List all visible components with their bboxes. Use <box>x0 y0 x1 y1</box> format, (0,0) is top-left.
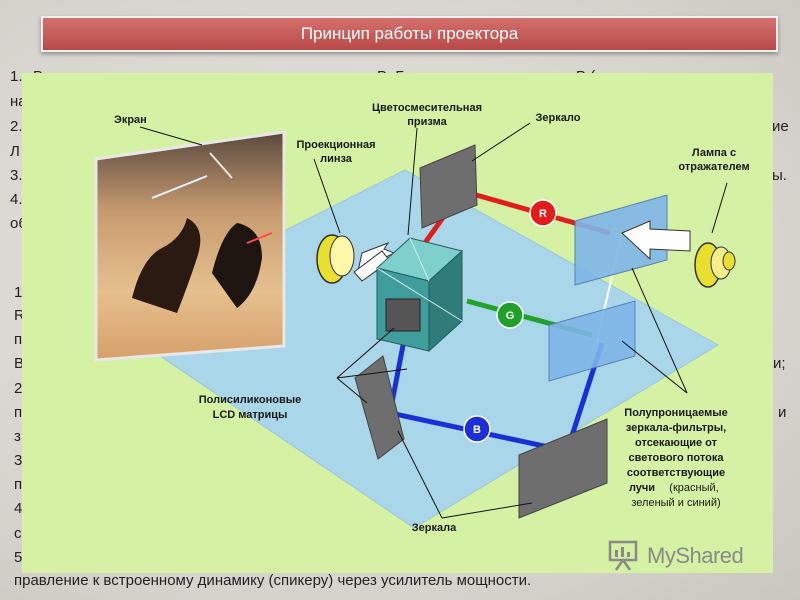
label-filters-6b: (красный, <box>669 482 718 494</box>
presentation-board-icon <box>608 540 638 571</box>
label-filters-2: зеркала-фильтры, <box>626 422 726 434</box>
bg-text: 1. <box>10 68 23 85</box>
svg-text:R: R <box>539 208 547 220</box>
projection-lens <box>316 234 355 284</box>
projector-diagram: R G B Экран Цветосмесительная п <box>94 102 750 534</box>
bg-text: 2 <box>14 380 23 397</box>
mirror-top <box>419 144 478 229</box>
bg-text: 3 <box>14 452 23 469</box>
bg-text: и; <box>773 355 786 372</box>
svg-text:G: G <box>506 310 515 322</box>
bg-text: R <box>14 307 25 324</box>
mirror-bottom-right <box>518 418 608 519</box>
projector-diagram-panel: R G B Экран Цветосмесительная п <box>22 73 773 573</box>
label-lens-1: Проекционная <box>296 139 375 151</box>
label-mirrors: Зеркала <box>412 522 457 534</box>
svg-text:B: B <box>473 424 481 436</box>
slide-title: Принцип работы проектора <box>41 16 778 52</box>
bg-text: 3. <box>10 167 23 184</box>
leader-lines <box>139 122 728 519</box>
label-lens-2: линза <box>320 153 353 165</box>
bg-text: ы. <box>772 167 787 184</box>
filter-green <box>548 300 636 382</box>
bg-text: и <box>778 404 787 421</box>
label-filters-6: лучи <box>629 482 655 494</box>
label-filters-7: зеленый и синий) <box>631 497 720 509</box>
bg-text: ие <box>772 118 789 135</box>
watermark-text: MyShared <box>647 543 744 568</box>
bg-text: п <box>14 404 23 421</box>
label-lcd-2: LCD матрицы <box>213 409 288 421</box>
label-filters-1: Полупроницаемые <box>624 407 727 419</box>
green-channel-badge: G <box>496 301 524 329</box>
bg-text: В <box>14 355 25 372</box>
label-filters-3: отсекающие от <box>635 437 718 449</box>
watermark: MyShared <box>607 538 767 574</box>
filter-red <box>574 194 668 286</box>
label-filters-5: соответствующие <box>627 467 725 479</box>
red-channel-badge: R <box>529 199 557 227</box>
bg-text: 4. <box>10 191 23 208</box>
bg-text: 4 <box>14 500 23 517</box>
bg-text: 2. <box>10 118 23 135</box>
lamp-arrow <box>621 220 691 261</box>
label-lcd-1: Полисиликоновые <box>199 394 301 406</box>
bottom-text: правление к встроенному динамику (спикер… <box>14 572 532 589</box>
label-screen: Экран <box>114 114 147 126</box>
bg-text: п <box>14 331 23 348</box>
label-mirror: Зеркало <box>536 112 581 124</box>
bg-text: 1 <box>14 284 23 301</box>
label-lamp-2: отражателем <box>678 161 749 173</box>
bg-text: Л <box>10 143 20 160</box>
blue-channel-badge: B <box>463 415 491 443</box>
label-prism-1: Цветосмесительная <box>372 102 482 114</box>
color-mixing-prism <box>375 237 464 353</box>
lamp-with-reflector <box>694 242 736 288</box>
label-filters-4: светового потока <box>629 452 725 464</box>
mirror-bottom-left <box>354 355 405 460</box>
label-lamp-1: Лампа с <box>692 147 736 159</box>
bg-text: п <box>14 476 23 493</box>
bg-text: з <box>14 428 21 445</box>
screen <box>94 130 286 362</box>
bg-text: 5 <box>14 549 23 566</box>
label-prism-2: призма <box>407 116 447 128</box>
bg-text: с <box>14 525 22 542</box>
